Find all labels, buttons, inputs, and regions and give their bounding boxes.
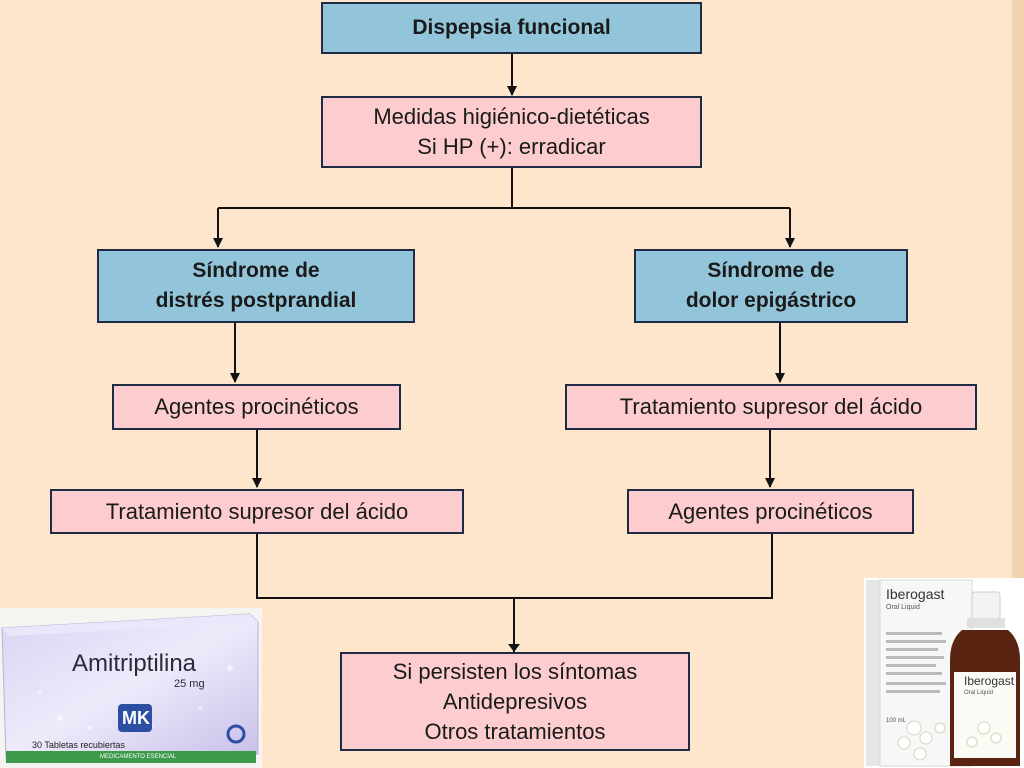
iberogast-box-subtitle: Oral Liquid (886, 604, 920, 611)
node-label-line-2: dolor epigástrico (685, 289, 857, 312)
node-label: Tratamiento supresor del ácido (105, 498, 409, 524)
node-sindrome-distres-postprandial: Síndrome de distrés postprandial (97, 249, 415, 323)
product-count: 30 Tabletas recubiertas (32, 740, 125, 750)
arrow-merge-to-final-head (508, 644, 520, 652)
node-label-line-3: Otros tratamientos (424, 718, 606, 744)
node-sindrome-dolor-epigastrico: Síndrome de dolor epigástrico (634, 249, 908, 323)
iberogast-product-image: Iberogast Oral Liquid 100 mL Iberogast O… (864, 578, 1024, 768)
connector-steps-merge (256, 534, 773, 652)
iberogast-bottle-subtitle: Oral Liquid (964, 690, 994, 696)
node-left-agentes-procineticos: Agentes procinéticos (112, 384, 401, 430)
node-label-line-1: Síndrome de (707, 259, 835, 282)
node-left-tratamiento-supresor: Tratamiento supresor del ácido (50, 489, 464, 534)
product-dose: 25 mg (174, 678, 205, 690)
node-label: Tratamiento supresor del ácido (619, 394, 923, 419)
iberogast-box-volume: 100 mL (886, 718, 907, 724)
node-label-line-2: distrés postprandial (155, 289, 357, 312)
node-label-line-2: Antidepresivos (442, 688, 588, 714)
node-label: Agentes procinéticos (154, 394, 359, 419)
iberogast-drawing (866, 579, 1020, 767)
node-medidas-generales: Medidas higiénico-dietéticas Si HP (+): … (321, 96, 702, 168)
node-label-line-1: Medidas higiénico-dietéticas (373, 104, 650, 129)
product-name: Amitriptilina (72, 650, 197, 677)
node-label: Agentes procinéticos (668, 498, 873, 524)
node-label-line-2: Si HP (+): erradicar (417, 134, 606, 159)
right-edge-strip (1012, 0, 1024, 580)
product-footer: MEDICAMENTO ESENCIAL (100, 754, 177, 760)
node-dispepsia-funcional: Dispepsia funcional (321, 2, 702, 54)
amitriptilina-product-image: Amitriptilina 25 mg MK 30 Tabletas recub… (0, 608, 262, 768)
node-sintomas-persistentes: Si persisten los síntomas Antidepresivos… (340, 652, 690, 751)
iberogast-bottle-name: Iberogast (964, 674, 1015, 688)
connector-measures-split (218, 167, 790, 209)
iberogast-box-name: Iberogast (886, 586, 945, 602)
node-label: Dispepsia funcional (412, 16, 611, 39)
node-label-line-1: Si persisten los síntomas (392, 658, 638, 684)
node-right-agentes-procineticos: Agentes procinéticos (627, 489, 914, 534)
node-right-tratamiento-supresor: Tratamiento supresor del ácido (565, 384, 977, 430)
node-label-line-1: Síndrome de (192, 259, 320, 282)
amitriptilina-box-drawing (1, 613, 259, 763)
product-brand-logo: MK (122, 708, 150, 728)
